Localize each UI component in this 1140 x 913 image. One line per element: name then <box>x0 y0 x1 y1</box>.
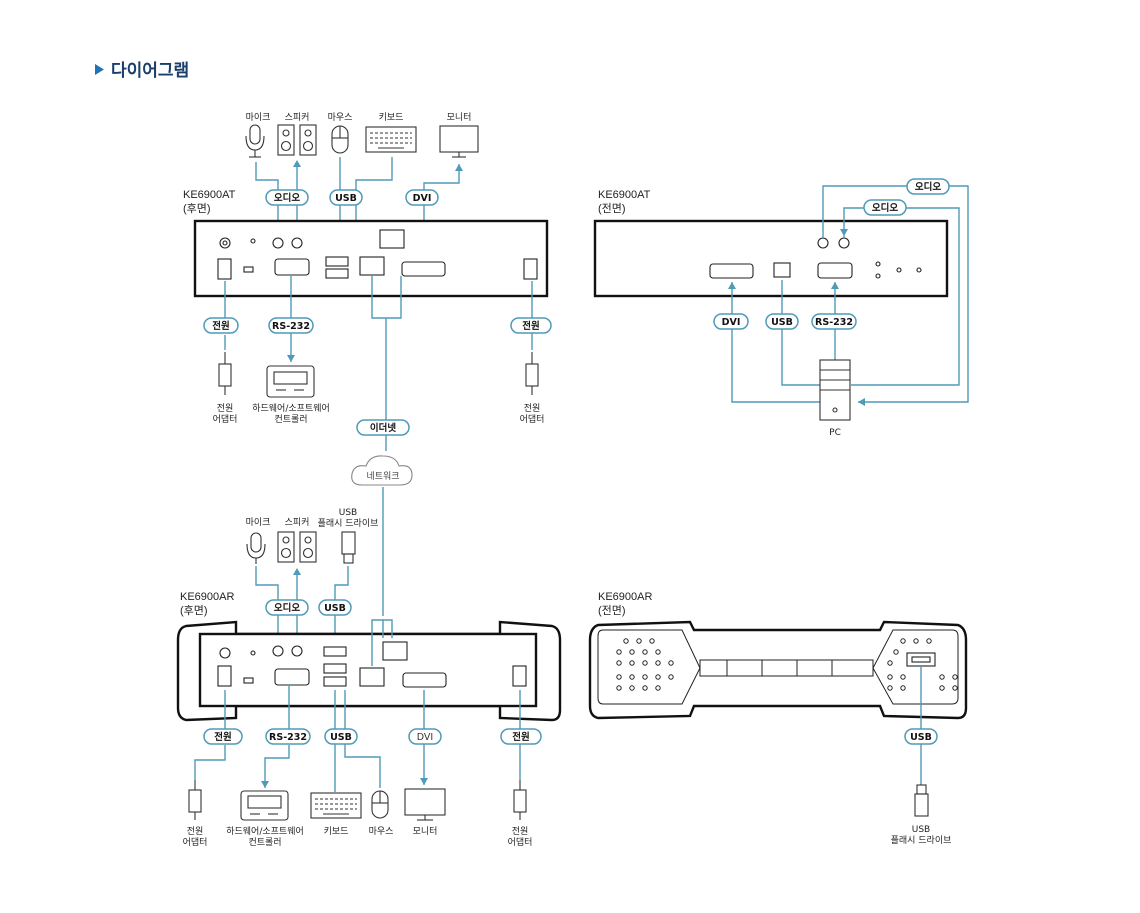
controller-icon <box>266 365 315 398</box>
mic-caption: 마이크 <box>246 112 271 123</box>
unit-view: (후면) <box>180 604 208 617</box>
speaker-icon <box>277 124 317 156</box>
rs232-label: RS-232 <box>269 732 307 743</box>
usb-label: USB <box>335 193 357 204</box>
audio-label: 오디오 <box>274 602 300 614</box>
pc-caption: PC <box>829 428 841 438</box>
monitor-icon <box>404 788 446 821</box>
mic-icon <box>246 532 266 564</box>
unit-view: (후면) <box>183 202 211 215</box>
controller-caption-1: 하드웨어/소프트웨어 <box>226 825 304 837</box>
power-adapter-icon <box>218 352 232 395</box>
power-adapter-caption-1: 전원 <box>187 826 204 837</box>
mouse-icon <box>331 125 349 154</box>
ke6900at-front-unit <box>593 219 949 298</box>
power-adapter-icon <box>188 780 202 820</box>
monitor-caption: 모니터 <box>447 112 472 123</box>
speaker-caption: 스피커 <box>285 517 310 528</box>
power-adapter-icon <box>525 352 539 395</box>
power-adapter-icon <box>513 780 527 820</box>
dvi-label: DVI <box>722 317 741 328</box>
power-adapter-caption-1: 전원 <box>524 403 541 414</box>
power-adapter-caption-1: 전원 <box>512 826 529 837</box>
usb-flash-caption-1: USB <box>339 508 357 518</box>
network-caption: 네트워크 <box>366 471 399 482</box>
usb-label: USB <box>771 317 793 328</box>
dvi-label: DVI <box>417 732 433 743</box>
keyboard-caption: 키보드 <box>379 112 404 123</box>
usb-flash-caption-1: USB <box>912 825 930 835</box>
usb-label: USB <box>330 732 352 743</box>
unit-view: (전면) <box>598 202 626 215</box>
power-label-left: 전원 <box>214 731 231 743</box>
speaker-icon <box>277 531 317 563</box>
usb-flash-caption-2: 플래시 드라이브 <box>318 518 379 529</box>
keyboard-caption: 키보드 <box>324 826 349 837</box>
network-cloud-icon <box>351 455 413 486</box>
power-adapter-caption-2: 어댑터 <box>183 837 208 848</box>
mouse-icon <box>371 790 389 819</box>
usb-label: USB <box>910 732 932 743</box>
unit-model: KE6900AR <box>598 591 652 603</box>
mouse-caption: 마우스 <box>328 112 353 123</box>
audio-label: 오디오 <box>915 181 941 193</box>
ethernet-label: 이더넷 <box>370 422 396 434</box>
audio-label: 오디오 <box>274 192 300 204</box>
usb-label: USB <box>324 603 346 614</box>
rs232-label: RS-232 <box>272 321 310 332</box>
keyboard-icon <box>310 792 362 819</box>
ke6900ar-front-unit <box>588 620 968 720</box>
monitor-icon <box>439 125 479 158</box>
mic-caption: 마이크 <box>246 517 271 528</box>
usb-flash-caption-2: 플래시 드라이브 <box>891 835 952 846</box>
power-adapter-caption-2: 어댑터 <box>520 414 545 425</box>
usb-flash-icon <box>914 784 929 817</box>
audio-label: 오디오 <box>872 202 898 214</box>
page-title: 다이어그램 <box>111 61 189 81</box>
power-label-right: 전원 <box>512 731 529 743</box>
power-label-left: 전원 <box>212 320 229 332</box>
keyboard-icon <box>365 126 417 153</box>
power-adapter-caption-2: 어댑터 <box>213 414 238 425</box>
mic-icon <box>245 124 265 158</box>
controller-caption-1: 하드웨어/소프트웨어 <box>252 402 330 414</box>
pc-tower-icon <box>819 359 851 421</box>
monitor-caption: 모니터 <box>413 826 438 837</box>
power-adapter-caption-1: 전원 <box>217 403 234 414</box>
mouse-caption: 마우스 <box>369 826 394 837</box>
unit-model: KE6900AT <box>183 189 236 201</box>
usb-flash-icon <box>341 531 356 564</box>
dvi-label: DVI <box>413 193 432 204</box>
power-adapter-caption-2: 어댑터 <box>508 837 533 848</box>
rs232-label: RS-232 <box>815 317 853 328</box>
controller-caption-2: 컨트롤러 <box>274 414 307 425</box>
unit-view: (전면) <box>598 604 626 617</box>
unit-model: KE6900AR <box>180 591 234 603</box>
unit-model: KE6900AT <box>598 189 651 201</box>
title-arrow-icon <box>95 64 104 75</box>
controller-caption-2: 컨트롤러 <box>248 837 281 848</box>
power-label-right: 전원 <box>522 320 539 332</box>
speaker-caption: 스피커 <box>285 112 310 123</box>
controller-icon <box>240 790 289 821</box>
